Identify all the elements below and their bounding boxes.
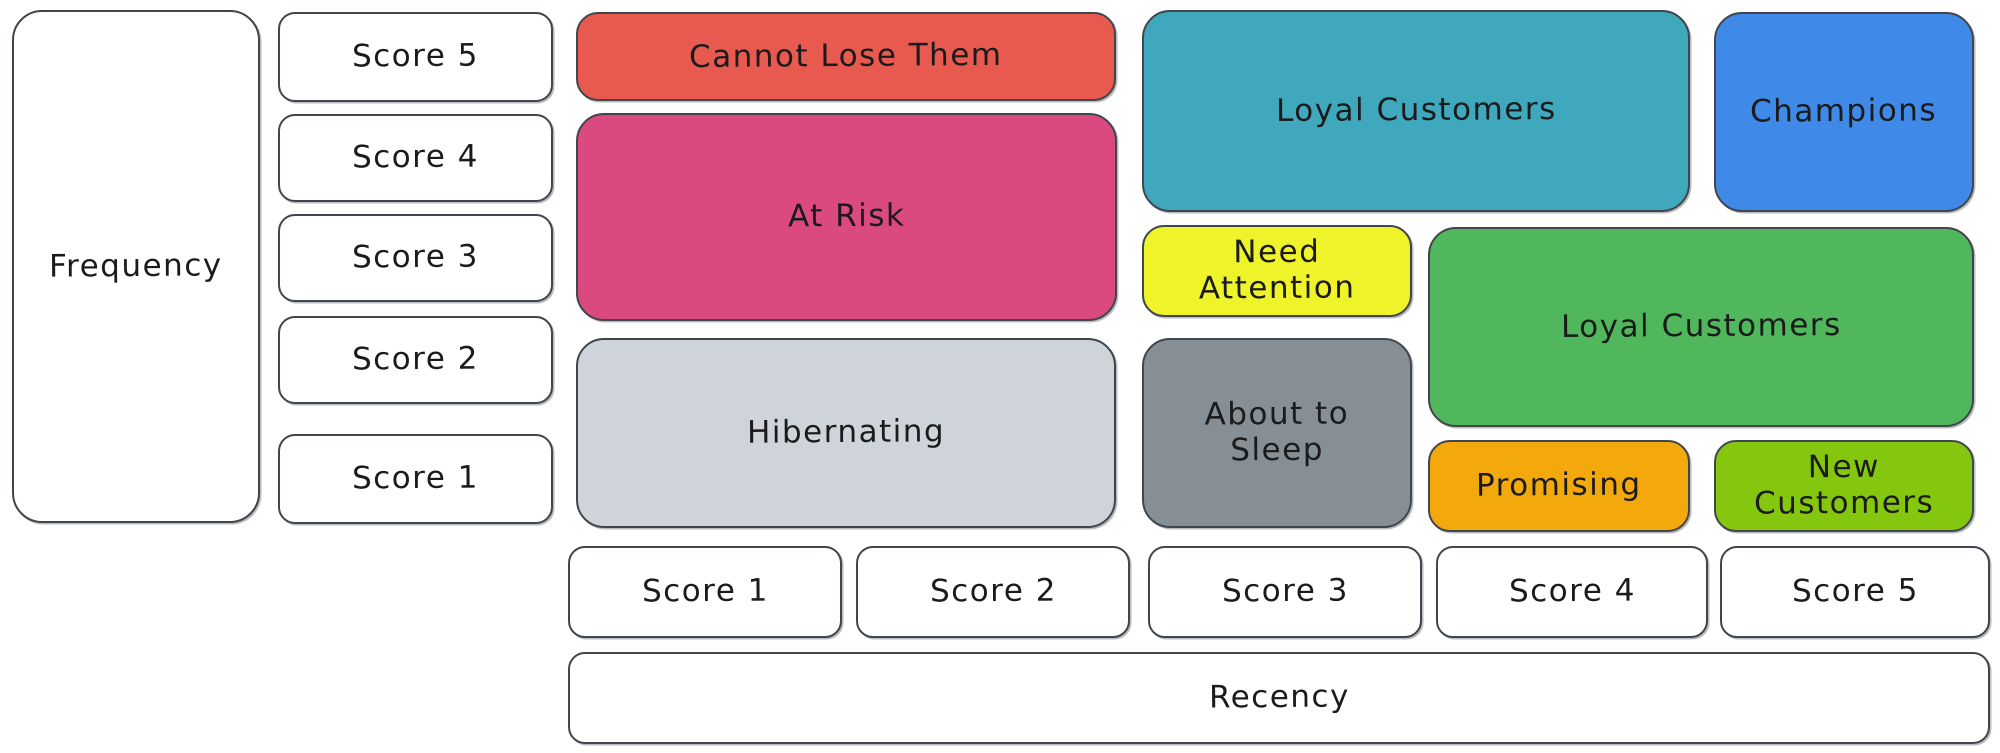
recency-score-2-label: Score 2 — [929, 572, 1057, 610]
segment-cannot-lose-them-label: Cannot Lose Them — [689, 36, 1003, 75]
recency-score-3: Score 3 — [1148, 546, 1422, 638]
recency-score-1-label: Score 1 — [641, 572, 769, 610]
recency-score-2: Score 2 — [856, 546, 1130, 638]
segment-loyal-customers-upper-label: Loyal Customers — [1275, 91, 1557, 130]
segment-new-customers: New Customers — [1714, 440, 1974, 532]
segment-promising-label: Promising — [1476, 466, 1642, 504]
recency-score-4-label: Score 4 — [1508, 572, 1636, 610]
frequency-score-3-label: Score 3 — [351, 238, 480, 276]
frequency-score-2-label: Score 2 — [351, 340, 480, 378]
frequency-score-1: Score 1 — [278, 434, 553, 524]
recency-score-5-label: Score 5 — [1791, 572, 1919, 610]
segment-champions: Champions — [1714, 12, 1974, 212]
segment-champions-label: Champions — [1750, 92, 1938, 130]
recency-score-5: Score 5 — [1720, 546, 1990, 638]
y-axis-label-box: Frequency — [12, 10, 260, 523]
frequency-score-1-label: Score 1 — [351, 459, 480, 497]
frequency-score-4: Score 4 — [278, 114, 553, 202]
segment-at-risk-label: At Risk — [787, 197, 906, 235]
segment-loyal-customers-upper: Loyal Customers — [1142, 10, 1690, 212]
frequency-score-3: Score 3 — [278, 214, 553, 302]
segment-about-to-sleep-label: About to Sleep — [1204, 395, 1350, 469]
segment-new-customers-label: New Customers — [1753, 449, 1935, 522]
segment-loyal-customers-mid-label: Loyal Customers — [1560, 307, 1842, 346]
segment-need-attention: Need Attention — [1142, 225, 1412, 317]
frequency-score-2: Score 2 — [278, 316, 553, 404]
segment-loyal-customers-mid: Loyal Customers — [1428, 227, 1974, 427]
x-axis-label-box: Recency — [568, 652, 1990, 744]
segment-hibernating: Hibernating — [576, 338, 1116, 528]
x-axis-label: Recency — [1208, 678, 1350, 716]
segment-hibernating-label: Hibernating — [746, 413, 946, 451]
segment-about-to-sleep: About to Sleep — [1142, 338, 1412, 528]
segment-at-risk: At Risk — [576, 113, 1117, 321]
recency-score-4: Score 4 — [1436, 546, 1708, 638]
recency-score-3-label: Score 3 — [1221, 572, 1349, 610]
frequency-score-5-label: Score 5 — [351, 37, 480, 75]
frequency-score-5: Score 5 — [278, 12, 553, 102]
segment-need-attention-label: Need Attention — [1198, 234, 1356, 307]
y-axis-label: Frequency — [49, 247, 223, 285]
frequency-score-4-label: Score 4 — [351, 138, 480, 176]
segment-cannot-lose-them: Cannot Lose Them — [576, 12, 1116, 101]
recency-score-1: Score 1 — [568, 546, 842, 638]
segment-promising: Promising — [1428, 440, 1690, 532]
